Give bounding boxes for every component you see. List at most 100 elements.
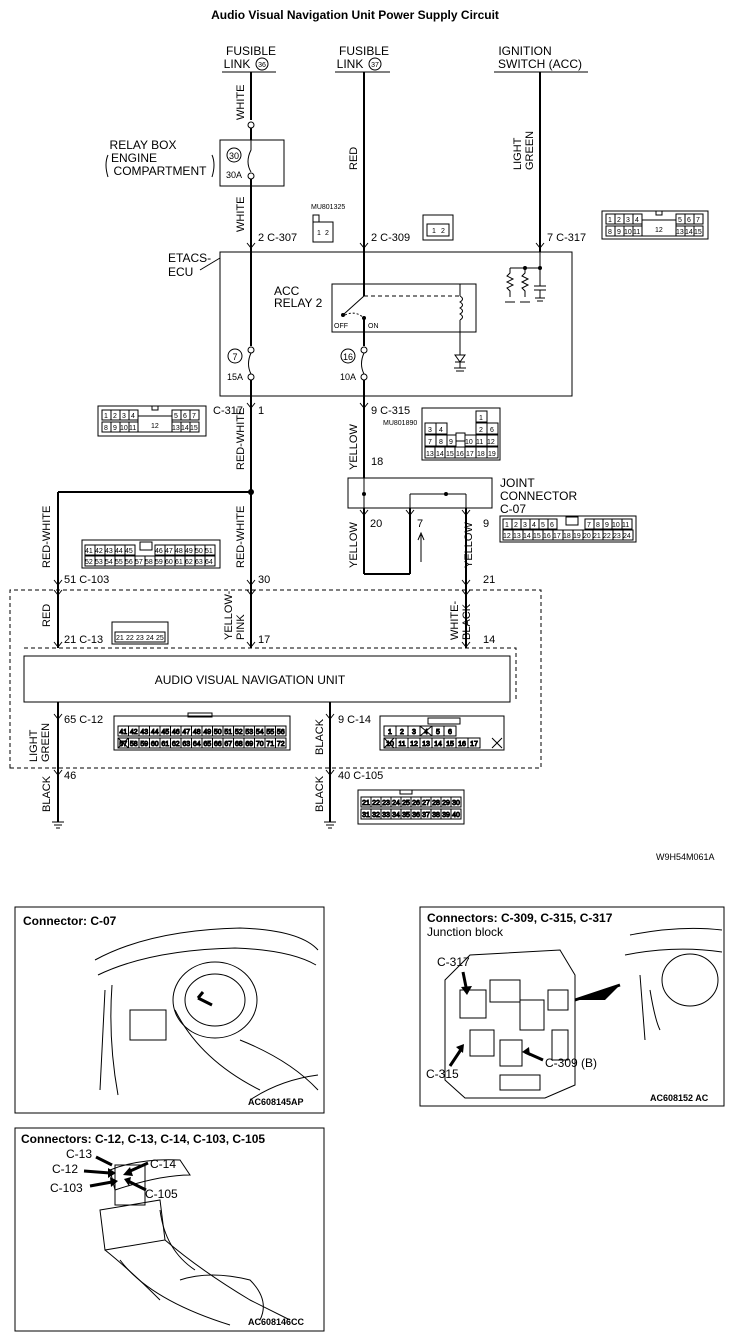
- svg-text:42: 42: [95, 548, 103, 555]
- svg-text:MU801325: MU801325: [311, 204, 345, 211]
- diagram-title: Audio Visual Navigation Unit Power Suppl…: [211, 8, 499, 22]
- svg-text:33: 33: [382, 812, 390, 819]
- svg-text:31: 31: [362, 812, 370, 819]
- svg-text:1: 1: [104, 413, 108, 420]
- svg-text:52: 52: [235, 729, 243, 736]
- svg-text:43: 43: [105, 548, 113, 555]
- ignition-switch-label: IGNITION SWITCH (ACC): [494, 44, 588, 73]
- svg-text:44: 44: [115, 548, 123, 555]
- svg-text:57: 57: [119, 741, 127, 748]
- pin-14: 14: [483, 634, 495, 646]
- svg-text:23: 23: [382, 800, 390, 807]
- svg-text:AC608152 AC: AC608152 AC: [650, 1093, 709, 1103]
- wire-label-black-1: BLACK: [314, 718, 326, 755]
- svg-text:54: 54: [256, 729, 264, 736]
- svg-text:IGNITION: IGNITION: [498, 44, 551, 58]
- svg-text:14: 14: [685, 229, 693, 236]
- svg-text:ENGINE: ENGINE: [111, 151, 157, 165]
- svg-text:58: 58: [130, 741, 138, 748]
- svg-text:1: 1: [608, 217, 612, 224]
- wire-label-yellow-3: YELLOW: [463, 522, 475, 568]
- svg-text:7: 7: [232, 352, 237, 362]
- svg-text:24: 24: [146, 635, 154, 642]
- svg-text:C-309 (B): C-309 (B): [545, 1056, 597, 1070]
- svg-text:C-103: C-103: [50, 1181, 83, 1195]
- svg-text:LINK: LINK: [224, 57, 251, 71]
- svg-text:15: 15: [446, 451, 454, 458]
- diagram-id: W9H54M061A: [656, 852, 715, 862]
- svg-text:11: 11: [129, 425, 136, 432]
- svg-text:35: 35: [402, 812, 410, 819]
- svg-text:17: 17: [470, 741, 478, 748]
- svg-text:3: 3: [122, 413, 126, 420]
- svg-text:4: 4: [131, 413, 135, 420]
- svg-text:7: 7: [587, 522, 591, 529]
- svg-text:21: 21: [593, 533, 601, 540]
- wire-label-light-green-1: LIGHT GREEN: [512, 131, 536, 170]
- svg-text:32: 32: [372, 812, 380, 819]
- wire-label-red-white-1: RED-WHITE: [235, 408, 247, 470]
- pin-30: 30: [258, 574, 270, 586]
- svg-text:BLACK: BLACK: [461, 603, 473, 640]
- svg-text:10: 10: [465, 439, 473, 446]
- svg-text:49: 49: [185, 548, 193, 555]
- svg-text:50: 50: [195, 548, 203, 555]
- svg-text:13: 13: [172, 425, 180, 432]
- svg-text:4: 4: [635, 217, 639, 224]
- svg-text:15: 15: [533, 533, 541, 540]
- wire-label-red-white-3: RED-WHITE: [235, 506, 247, 568]
- wire-label-white-1: WHITE: [235, 85, 247, 120]
- pin-18: 18: [371, 456, 383, 468]
- wire-label-red-2: RED: [41, 604, 53, 627]
- svg-text:70: 70: [256, 741, 264, 748]
- svg-text:8: 8: [596, 522, 600, 529]
- svg-text:9: 9: [449, 439, 453, 446]
- wire-label-white-black: WHITE- BLACK: [449, 601, 473, 640]
- svg-text:ON: ON: [368, 323, 379, 330]
- svg-text:3: 3: [428, 427, 432, 434]
- svg-text:3: 3: [523, 522, 527, 529]
- svg-text:65: 65: [203, 741, 211, 748]
- svg-text:16: 16: [456, 451, 464, 458]
- svg-text:20: 20: [583, 533, 591, 540]
- locator-panel-c07: Connector: C-07 AC608145AP: [14, 906, 325, 1114]
- svg-text:ETACS-: ETACS-: [168, 251, 211, 265]
- svg-text:AUDIO VISUAL NAVIGATION UNIT: AUDIO VISUAL NAVIGATION UNIT: [155, 673, 346, 687]
- svg-text:CONNECTOR: CONNECTOR: [500, 489, 577, 503]
- svg-text:21: 21: [116, 635, 124, 642]
- svg-text:69: 69: [245, 741, 253, 748]
- svg-text:51: 51: [224, 729, 232, 736]
- svg-text:WHITE-: WHITE-: [449, 601, 461, 640]
- svg-text:LINK: LINK: [337, 57, 364, 71]
- svg-text:39: 39: [442, 812, 450, 819]
- svg-text:29: 29: [442, 800, 450, 807]
- svg-text:22: 22: [603, 533, 611, 540]
- svg-text:60: 60: [151, 741, 159, 748]
- svg-text:9: 9: [617, 229, 621, 236]
- ground-symbol-right: [324, 821, 336, 829]
- svg-text:12: 12: [503, 533, 511, 540]
- svg-text:FUSIBLE: FUSIBLE: [226, 44, 276, 58]
- svg-text:Connector: C-07: Connector: C-07: [23, 914, 117, 928]
- svg-text:13: 13: [513, 533, 521, 540]
- svg-text:11: 11: [398, 741, 405, 748]
- svg-text:36: 36: [412, 812, 420, 819]
- svg-text:23: 23: [136, 635, 144, 642]
- svg-text:1: 1: [432, 228, 436, 235]
- svg-text:22: 22: [372, 800, 380, 807]
- svg-text:23: 23: [613, 533, 621, 540]
- svg-text:14: 14: [434, 741, 442, 748]
- fusible-link-37-label: FUSIBLE LINK 37: [335, 44, 390, 73]
- svg-text:10: 10: [120, 425, 128, 432]
- svg-text:1: 1: [388, 729, 392, 736]
- svg-text:C-07: C-07: [500, 502, 526, 516]
- svg-text:14: 14: [181, 425, 189, 432]
- svg-text:5: 5: [436, 729, 440, 736]
- svg-text:14: 14: [436, 451, 444, 458]
- svg-text:64: 64: [205, 559, 213, 566]
- svg-text:21: 21: [362, 800, 370, 807]
- svg-text:45: 45: [161, 729, 169, 736]
- svg-text:OFF: OFF: [334, 323, 348, 330]
